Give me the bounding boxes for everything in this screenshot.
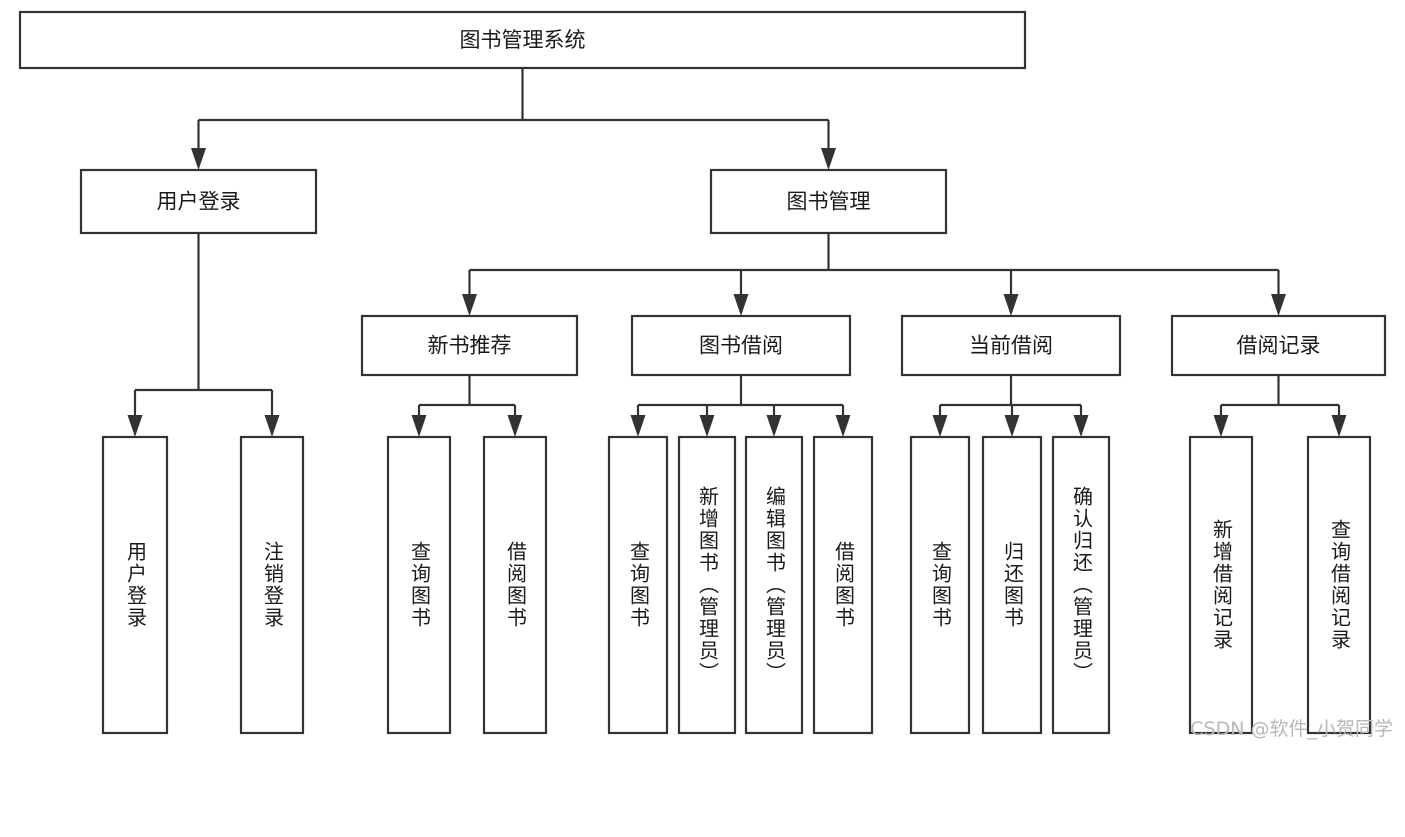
node-label: 图书借阅 <box>699 334 783 358</box>
leaf-node-leaf-query-book-b[interactable] <box>607 435 669 735</box>
node-label: 图书管理系统 <box>460 28 586 52</box>
leaf-node-leaf-borrow-book-rec[interactable] <box>482 435 548 735</box>
leaf-node-leaf-borrow-book-b[interactable] <box>812 435 874 735</box>
node-rect <box>1170 314 1387 377</box>
leaf-rect <box>482 435 548 735</box>
node-rect <box>79 168 318 235</box>
leaf-rect <box>101 435 169 735</box>
node-rect <box>360 314 579 377</box>
level2-node-book-manage[interactable]: 图书管理 <box>709 168 948 235</box>
leaf-node-leaf-query-record[interactable] <box>1306 435 1372 735</box>
node-label: 新书推荐 <box>428 334 512 358</box>
leaf-rect <box>1306 435 1372 735</box>
leaf-rect <box>744 435 804 735</box>
leaf-node-leaf-query-book-rec[interactable] <box>386 435 452 735</box>
leaf-rect <box>607 435 669 735</box>
leaf-rect <box>1188 435 1254 735</box>
leaf-node-leaf-query-book-c[interactable] <box>909 435 971 735</box>
level3-node-book-borrow[interactable]: 图书借阅 <box>630 314 852 377</box>
level3-node-new-book-rec[interactable]: 新书推荐 <box>360 314 579 377</box>
node-rect <box>18 10 1027 70</box>
node-rect <box>709 168 948 235</box>
node-rect <box>630 314 852 377</box>
leaf-rect <box>677 435 737 735</box>
leaf-node-leaf-edit-book[interactable] <box>744 435 804 735</box>
node-label: 借阅记录 <box>1237 334 1321 358</box>
leaf-rect <box>239 435 305 735</box>
leaf-node-leaf-add-record[interactable] <box>1188 435 1254 735</box>
level2-node-user-login[interactable]: 用户登录 <box>79 168 318 235</box>
leaf-rect <box>909 435 971 735</box>
node-label: 当前借阅 <box>969 334 1053 358</box>
node-rect <box>900 314 1122 377</box>
level3-node-borrow-record[interactable]: 借阅记录 <box>1170 314 1387 377</box>
node-label: 用户登录 <box>157 190 241 214</box>
leaf-rect <box>981 435 1043 735</box>
leaf-node-leaf-add-book[interactable] <box>677 435 737 735</box>
level3-node-current-borrow[interactable]: 当前借阅 <box>900 314 1122 377</box>
leaf-rect <box>1051 435 1111 735</box>
hierarchy-diagram: 图书管理系统用户登录图书管理新书推荐图书借阅当前借阅借阅记录 用户登录注销登录查… <box>18 10 1393 740</box>
leaf-rect <box>386 435 452 735</box>
leaf-node-leaf-confirm-return[interactable] <box>1051 435 1111 735</box>
leaf-node-leaf-logout[interactable] <box>239 435 305 735</box>
root-node-root[interactable]: 图书管理系统 <box>18 10 1027 70</box>
leaf-node-leaf-return-book[interactable] <box>981 435 1043 735</box>
leaf-rect <box>812 435 874 735</box>
leaf-node-leaf-user-login[interactable] <box>101 435 169 735</box>
node-label: 图书管理 <box>787 190 871 214</box>
